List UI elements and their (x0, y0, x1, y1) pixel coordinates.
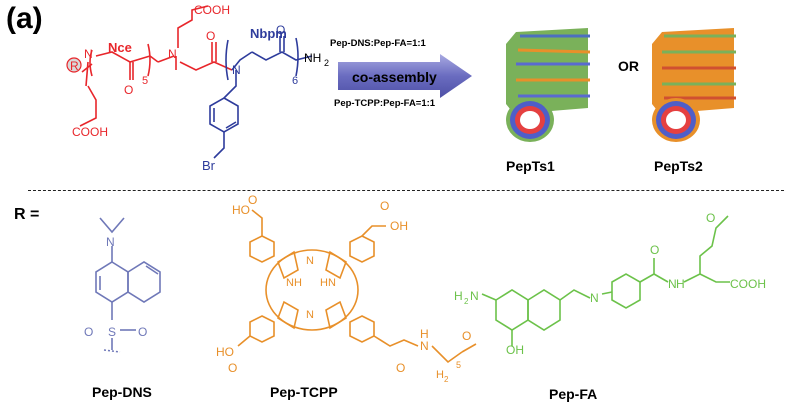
pepts1-caption: PepTs1 (506, 158, 555, 174)
tcpp-amide-o: O (396, 361, 405, 375)
tcpp-hn: HN (320, 277, 336, 289)
fa-amide-h: H (676, 277, 685, 291)
tcpp-repeat-5: 5 (456, 360, 461, 370)
br-label: Br (202, 158, 216, 173)
ratio-top-label: Pep-DNS:Pep-FA=1:1 (330, 38, 426, 49)
tcpp-o-bottom: O (228, 361, 237, 375)
fa-carbonyl-o: O (706, 211, 715, 225)
tcpp-oh-right: OH (390, 219, 408, 233)
tcpp-amide-h: H (420, 327, 429, 341)
fa-oh: OH (506, 343, 524, 357)
ratio-bottom-label: Pep-TCPP:Pep-FA=1:1 (334, 98, 436, 109)
o-atom-2: O (206, 29, 215, 43)
nh2-sub: 2 (324, 58, 329, 68)
tcpp-n-top: N (306, 255, 314, 267)
tcpp-o-top: O (248, 193, 257, 207)
or-label: OR (618, 58, 639, 74)
dns-structure: N S O O (84, 217, 161, 353)
dns-n-atom: N (106, 235, 115, 249)
fa-n-amino: N (470, 289, 479, 303)
r-group-circle (66, 57, 82, 73)
n-atom-1: N (84, 47, 93, 61)
cooh-top: COOH (194, 3, 230, 17)
tcpp-ho-top: HO (232, 203, 250, 217)
tcpp-ch2: H (436, 369, 444, 381)
fa-h2n: H (454, 289, 463, 303)
pep-tcpp-caption: Pep-TCPP (270, 384, 338, 400)
dns-o-atom-2: O (138, 325, 147, 339)
tcpp-ch2-sub: 2 (444, 375, 449, 384)
pepts2-tube (652, 28, 736, 142)
tcpp-carbonyl-o: O (462, 329, 471, 343)
tcpp-structure: HO O O OH HO O NH HN N N O N H H 2 5 O (216, 193, 477, 384)
arrow-label: co-assembly (352, 69, 437, 85)
tcpp-ho-bottom: HO (216, 345, 234, 359)
nh2-label: NH (304, 51, 321, 65)
fa-cooh: COOH (730, 277, 766, 291)
pep-dns-caption: Pep-DNS (92, 384, 152, 400)
repeat-5: 5 (142, 75, 148, 87)
tcpp-amide-n: N (420, 339, 429, 353)
fa-linker-n: N (590, 291, 599, 305)
n-atom-2: N (168, 47, 177, 61)
co-assembly-arrow: co-assembly (338, 54, 472, 98)
fa-amide-n: N (668, 277, 677, 291)
pepts2-caption: PepTs2 (654, 158, 703, 174)
n-atom-3: N (232, 63, 241, 77)
pep-fa-caption: Pep-FA (549, 386, 598, 402)
r-equals-label: R = (14, 206, 40, 223)
peptoid-structure: R N N N O O O 5 (66, 3, 329, 173)
fa-h2n-sub: 2 (464, 297, 469, 306)
tcpp-o-right: O (380, 199, 389, 213)
fa-structure: H 2 N OH O N H N COOH O (454, 211, 766, 357)
fa-amide-o: O (650, 243, 659, 257)
dns-s-atom: S (108, 325, 116, 339)
o-atom-3: O (276, 23, 285, 37)
section-divider (28, 190, 784, 191)
nbpm-label: Nbpm (250, 26, 287, 41)
panel-label: (a) (6, 2, 43, 35)
tcpp-n-bottom: N (306, 309, 314, 321)
o-atom-1: O (124, 83, 133, 97)
pepts1-tube (506, 28, 591, 142)
tcpp-nh: NH (286, 277, 302, 289)
dns-o-atom-1: O (84, 325, 93, 339)
repeat-6: 6 (292, 75, 298, 87)
nce-label: Nce (108, 40, 132, 55)
r-label: R (70, 59, 79, 73)
cooh-bottom: COOH (72, 125, 108, 139)
